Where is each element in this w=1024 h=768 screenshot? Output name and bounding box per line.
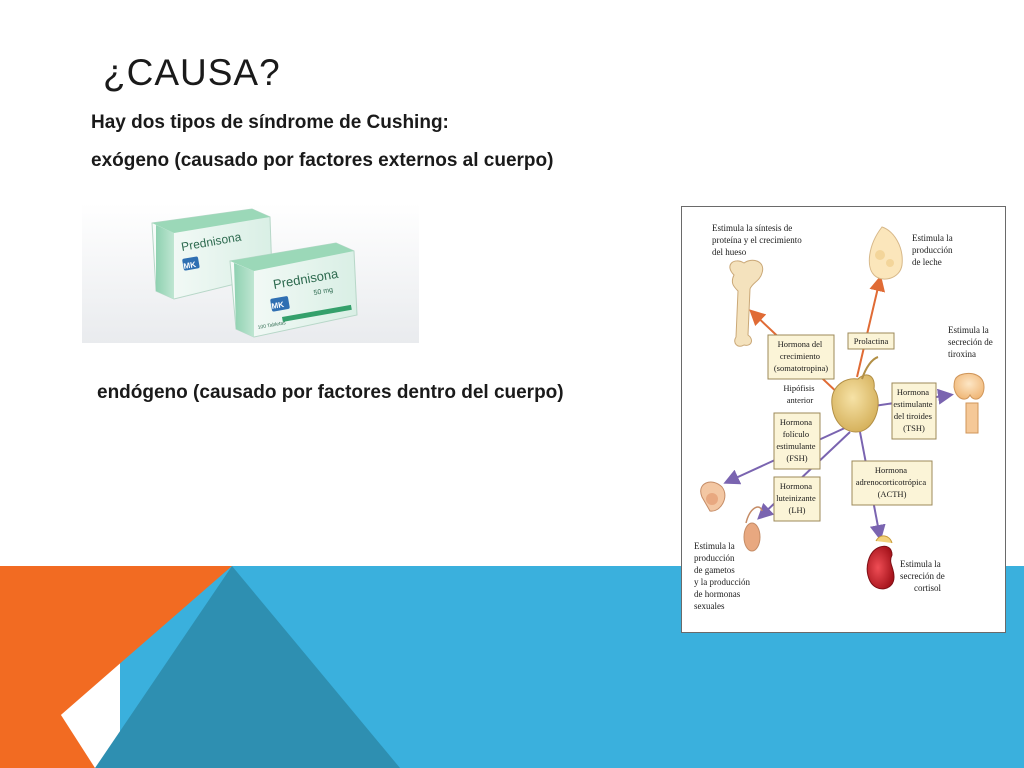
gh-effect-text: Estimula la síntesis de proteína y el cr… — [712, 223, 804, 257]
acth-box — [851, 460, 933, 506]
fsh-box — [773, 412, 821, 470]
prednisona-boxes-image: Prednisona MK Prednisona 50 mg MK 100 Ta… — [82, 203, 419, 343]
exogenous-text: exógeno (causado por factores externos a… — [91, 150, 554, 171]
front-box-logo: MK — [271, 300, 285, 311]
tsh-label: Hormona estimulante del tiroides (TSH) — [893, 387, 934, 433]
milk-effect-text: Estimula la producción de leche — [912, 233, 955, 267]
adrenal-kidney-icon — [866, 535, 895, 590]
pituitary-gland-icon — [831, 356, 879, 433]
endogenous-text: endógeno (causado por factores dentro de… — [97, 382, 564, 403]
lh-label: Hormona luteinizante (LH) — [776, 481, 818, 515]
acth-label: Hormona adrenocorticotrópica (ACTH) — [856, 465, 928, 499]
orange-lower-triangle — [0, 620, 95, 768]
gh-box — [767, 334, 835, 380]
intro-text: Hay dos tipos de síndrome de Cushing: — [91, 112, 449, 133]
front-box: Prednisona 50 mg MK 100 Tabletas — [229, 242, 358, 338]
cortisol-effect-text: Estimula la secreción de cortisol — [900, 559, 947, 593]
prolactin-box — [847, 332, 895, 350]
prolactin-arrow — [856, 275, 886, 378]
lh-box — [773, 476, 821, 522]
tsh-box — [891, 382, 937, 440]
dark-blue-triangle — [95, 566, 400, 768]
gh-label: Hormona del crecimiento (somatotropina) — [774, 339, 828, 373]
pituitary-label: Hipófisis anterior — [783, 383, 816, 405]
fsh-label: Hormona folículo estimulante (FSH) — [776, 417, 817, 463]
gamete-effect-text: Estimula la producción de gametos y la p… — [694, 541, 752, 611]
reproductive-organs-icon — [700, 481, 763, 552]
back-box-logo: MK — [183, 260, 197, 271]
mammary-gland-icon — [868, 226, 903, 280]
pituitary-hormone-diagram: Estimula la síntesis de proteína y el cr… — [681, 206, 1006, 633]
front-box-count: 100 Tabletas — [257, 320, 286, 331]
thyroxine-effect-text: Estimula la secreción de tiroxina — [948, 325, 995, 359]
front-box-dose: 50 mg — [313, 287, 333, 297]
bone-icon — [729, 259, 764, 347]
thyroid-icon — [953, 373, 985, 434]
slide-title: ¿CAUSA? — [103, 52, 281, 93]
prolactin-label: Prolactina — [854, 336, 889, 346]
